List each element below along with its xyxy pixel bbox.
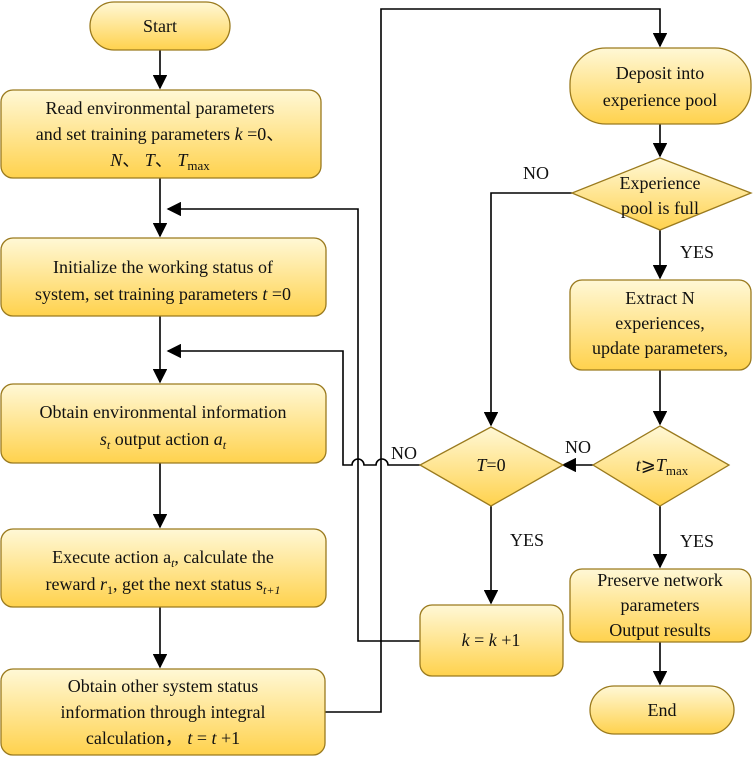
execute-line-1: Execute action at, calculate the (52, 547, 274, 570)
t-check-decision (591, 425, 731, 507)
t-yes-label: YES (680, 531, 714, 551)
read-params-line-3: N、 T、 Tmax (109, 150, 210, 173)
extract-box (569, 279, 752, 371)
obtain-other-box (0, 668, 326, 756)
obtain-other-line-3: calculation， t = t +1 (86, 728, 240, 748)
T-check-label: T=0 (476, 455, 505, 475)
start-label: Start (143, 16, 177, 36)
preserve-line-3: Output results (609, 620, 711, 640)
T-check-decision (418, 426, 565, 507)
deposit-line-1: Deposit into (616, 63, 705, 83)
start-terminal (89, 1, 231, 51)
deposit-line-2: experience pool (603, 90, 717, 110)
deposit-terminal (569, 47, 752, 125)
t-check-label: t⩾Tmax (636, 455, 689, 478)
obtain-env-box (0, 383, 327, 464)
T-no-label: NO (391, 443, 417, 463)
pool-full-decision (570, 157, 753, 231)
obtain-env-line-2: st output action at (100, 429, 227, 452)
pool-full-line-1: Experience (620, 173, 701, 193)
T-yes-label: YES (510, 530, 544, 550)
pool-no-label: NO (523, 163, 549, 183)
edge-k-to-init-loop (166, 201, 420, 642)
read-params-line-2: and set training parameters k =0、 (36, 124, 285, 144)
obtain-env-line-1: Obtain environmental information (40, 402, 287, 422)
connectors (152, 8, 668, 713)
extract-line-1: Extract N (625, 288, 694, 308)
execute-line-2: reward r1, get the next status st+1 (46, 574, 281, 597)
k-incr-label: k = k +1 (462, 630, 521, 650)
end-label: End (648, 700, 677, 720)
preserve-box (569, 568, 752, 643)
k-incr-box (419, 604, 564, 677)
read-params-line-1: Read environmental parameters (46, 98, 275, 118)
edge-pool-no-to-T (483, 192, 572, 427)
extract-line-2: experiences, (615, 313, 704, 333)
init-status-box (0, 237, 327, 317)
end-terminal (589, 685, 735, 735)
pool-full-line-2: pool is full (621, 198, 699, 218)
read-params-box (0, 89, 322, 179)
edge-obtain-other-to-deposit (325, 8, 668, 713)
obtain-other-line-1: Obtain other system status (68, 676, 258, 696)
edge-T-no-to-obtain-loop (166, 343, 420, 466)
obtain-other-line-2: information through integral (61, 702, 266, 722)
preserve-line-1: Preserve network (597, 570, 722, 590)
execute-box (0, 528, 327, 608)
pool-yes-label: YES (680, 242, 714, 262)
preserve-line-2: parameters (621, 595, 700, 615)
t-no-label: NO (565, 437, 591, 457)
init-status-line-1: Initialize the working status of (53, 257, 273, 277)
extract-line-3: update parameters, (592, 338, 728, 358)
init-status-line-2: system, set training parameters t =0 (35, 284, 291, 304)
